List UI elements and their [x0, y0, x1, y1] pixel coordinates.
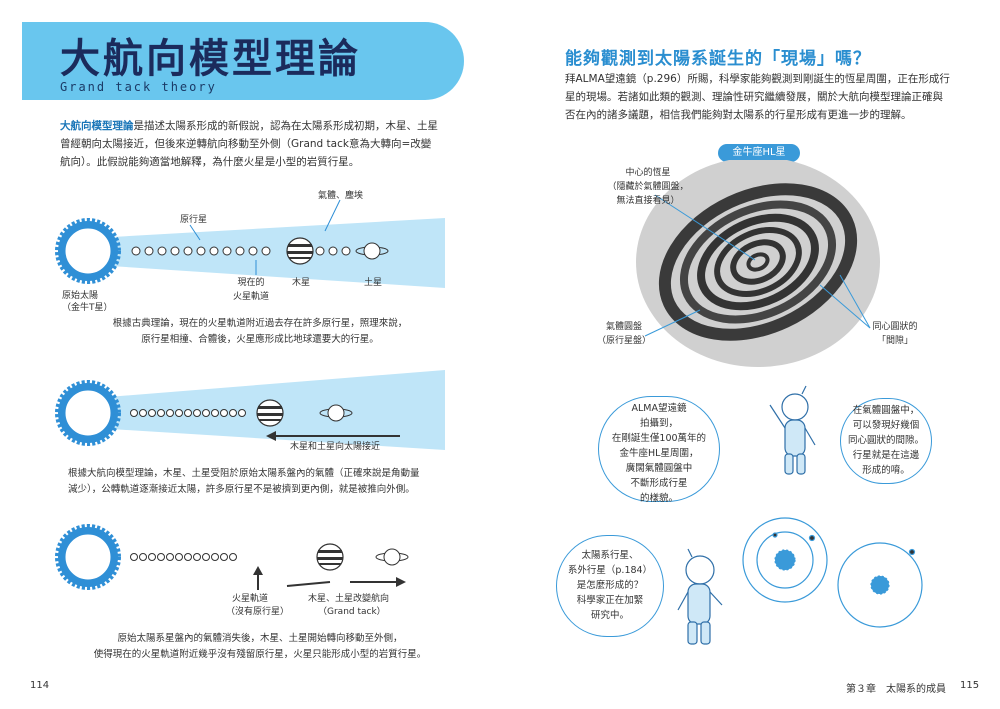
label-proto-sun: 原始太陽 [62, 291, 99, 301]
label-rings-gaps: 同心圓狀的 「間隙」 [872, 322, 918, 346]
chapter-label: 第３章 太陽系的成員 [846, 684, 946, 695]
proto-sun-icon [55, 218, 121, 284]
jupiter-icon [286, 237, 314, 265]
label-proto-sun-note: （金牛T星） [62, 303, 113, 313]
jupiter-icon [256, 399, 284, 427]
label-gas-dust: 氣體、塵埃 [318, 191, 364, 201]
label-central-star: 中心的恆星 （隱藏於氣體圓盤， 無法直接看見） [607, 168, 689, 206]
hl-tauri-illustration [636, 160, 923, 645]
page-number-right: 115 [960, 680, 980, 691]
exoplanet-orbits-icon [837, 542, 923, 628]
label-jupiter: 木星 [292, 278, 311, 288]
page-number-left: 114 [30, 680, 50, 691]
solar-system-orbits-icon [742, 517, 828, 603]
diagram-grand-tack-inward [55, 370, 445, 450]
hl-tauri-badge: 金牛座HL星 [718, 144, 800, 162]
label-planetesimal: 原行星 [180, 215, 208, 225]
protoplanetary-disk-icon [658, 183, 858, 341]
diagram-classic [55, 199, 445, 288]
astronaut-icon [769, 385, 816, 475]
saturn-icon [355, 242, 389, 260]
label-no-planetesimals: （沒有原行星） [226, 607, 290, 617]
label-mars-orbit: 火星軌道 [232, 594, 269, 604]
label-tack: 木星、土星改變航向 [308, 594, 390, 604]
saturn-icon [319, 404, 353, 422]
caption-grand-tack-outward: 原始太陽系星盤內的氣體消失後，木星、土星開始轉向移動至外側， 使得現在的火星軌道… [93, 633, 427, 660]
saturn-icon [375, 548, 409, 566]
caption-classic: 根據古典理論，現在的火星軌道附近過去存在許多原行星，照理來說， 原行星相撞、合體… [112, 318, 408, 345]
proto-sun-icon [55, 380, 121, 446]
intro-paragraph: 大航向模型理論是描述太陽系形成的新假說，認為在太陽系形成初期，木星、土星曾經朝向… [60, 117, 440, 171]
astronaut-icon [677, 548, 723, 645]
page-title: 大航向模型理論 [60, 36, 361, 82]
jupiter-icon [316, 543, 344, 571]
label-inward-migration: 木星和土星向太陽接近 [290, 442, 381, 452]
proto-sun-icon [55, 524, 121, 590]
label-gas-disk: 氣體圓盤 （原行星盤） [596, 322, 651, 346]
caption-grand-tack-inward: 根據大航向模型理論，木星、土星受阻於原始太陽系盤內的氣體（正確來說是角動量 減少… [68, 468, 420, 495]
label-tack-note: （Grand tack） [318, 607, 386, 617]
section-body: 拜ALMA望遠鏡（p.296）所賜，科學家能夠觀測到剛誕生的恆星周圍，正在形成行… [565, 73, 950, 121]
section-title: 能夠觀測到太陽系誕生的「現場」嗎？ [565, 49, 871, 69]
label-current-mars-orbit: 現在的 火星軌道 [233, 278, 270, 302]
solar-speech-bubble: 太陽系行星、 系外行星（p.184） 是怎麼形成的？ 科學家正在加緊 研究中。 [556, 535, 664, 637]
label-saturn: 土星 [364, 278, 383, 288]
alma-speech-bubble: ALMA望遠鏡 拍攝到， 在剛誕生僅100萬年的 金牛座HL星周圍， 廣闊氣體圓… [598, 396, 720, 504]
title-banner [22, 22, 464, 100]
intro-highlight: 大航向模型理論 [60, 120, 134, 132]
diagram-grand-tack-outward [55, 524, 409, 590]
intro-text: 是描述太陽系形成的新假說，認為在太陽系形成初期，木星、土星曾經朝向太陽接近，但後… [60, 120, 438, 168]
page-subtitle: Grand tack theory [60, 80, 217, 94]
gaps-speech-bubble: 在氣體圓盤中， 可以發現好幾個 同心圓狀的間隙。 行星就是在這邊 形成的唷。 [840, 398, 932, 484]
